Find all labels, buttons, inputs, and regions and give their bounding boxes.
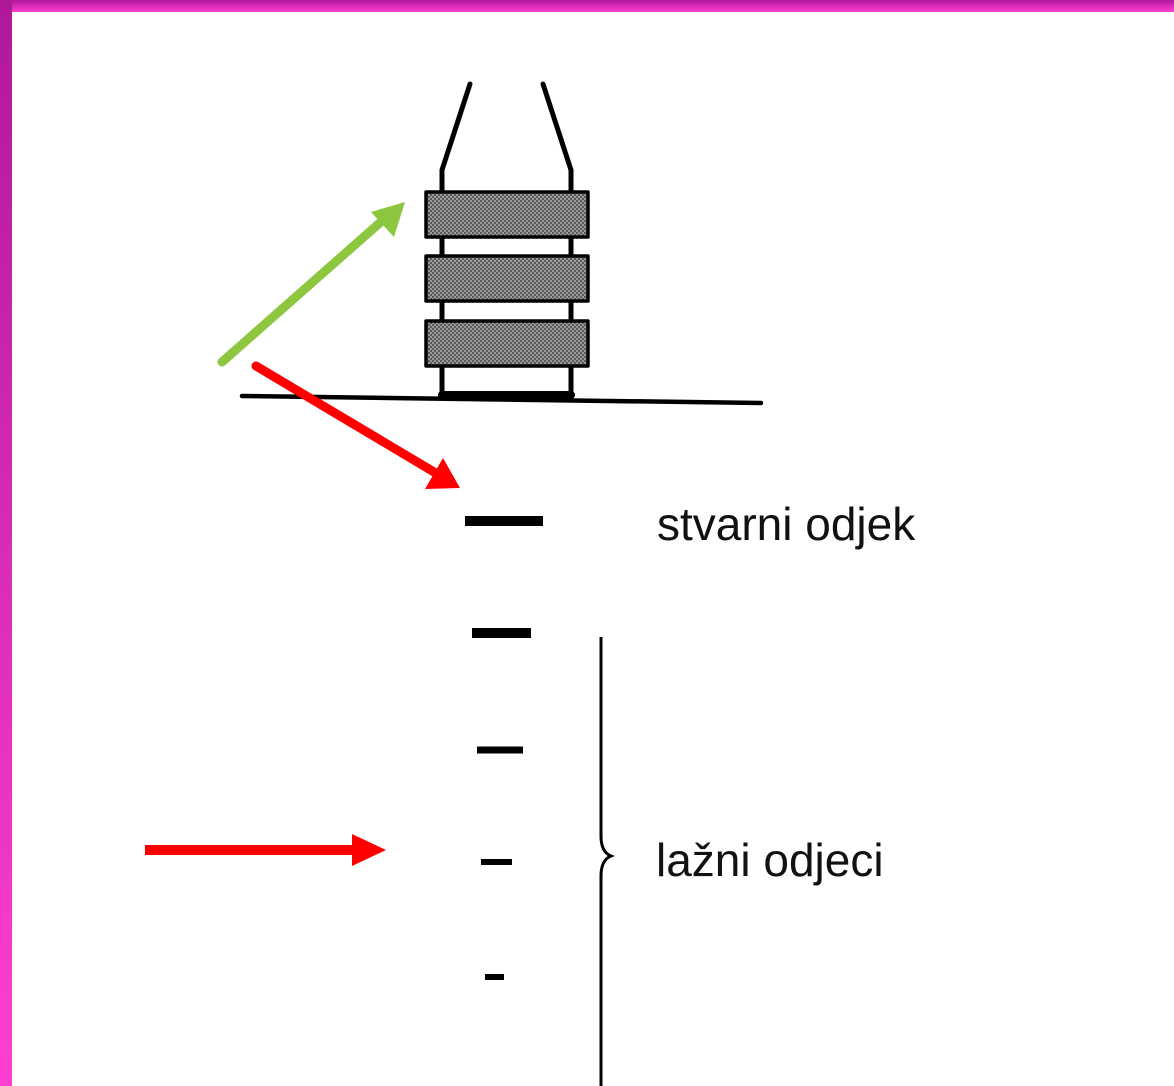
- probe-layer-2: [424, 254, 590, 303]
- surface-line: [239, 393, 764, 406]
- incident-beam-green-arrow-icon: [217, 202, 405, 367]
- probe-right-wall: [540, 81, 574, 395]
- curly-brace-icon: [599, 637, 616, 1086]
- probe-layer-1: [424, 190, 590, 239]
- probe-layer-3: [424, 319, 590, 368]
- probe-left-wall: [439, 81, 473, 395]
- frame-top-edge: [0, 0, 1174, 12]
- false-echo-red-arrow-icon: [145, 834, 386, 866]
- false-echoes-label: lažni odjeci: [656, 834, 884, 886]
- reflected-beam-red-arrow-icon: [251, 361, 460, 489]
- ultrasound-probe-icon: [424, 81, 590, 399]
- true-echo-label: stvarni odjek: [657, 498, 916, 550]
- frame-left-edge: [0, 0, 12, 1086]
